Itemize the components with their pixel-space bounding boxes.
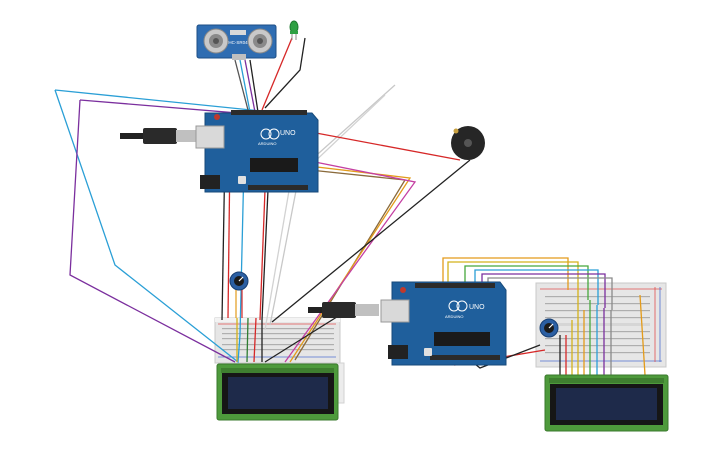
wire-b-green	[464, 265, 589, 300]
board-a-label: UNO	[280, 130, 296, 137]
wire-black-vert	[261, 189, 269, 321]
board-b-label: UNO	[469, 304, 485, 311]
wire-green-a	[246, 317, 249, 363]
breadboard-b[interactable]	[535, 282, 667, 368]
wire-gray-1	[269, 84, 396, 326]
wire-red-b	[259, 189, 266, 321]
wire-bb-10	[639, 294, 646, 376]
wire-red-a	[253, 317, 257, 363]
wire-black-b	[264, 314, 341, 363]
wires[interactable]	[54, 37, 646, 376]
wire-black-led	[264, 37, 306, 109]
wire-purple	[69, 99, 236, 363]
ultrasonic-sensor[interactable]: HC-SR04	[196, 24, 277, 60]
sensor-label: HC-SR04	[228, 40, 248, 45]
arduino-board-b[interactable]: UNO ARDUINO	[380, 281, 507, 366]
arduino-board-a[interactable]: ARDUINO UNO	[120, 110, 319, 193]
wire-sensor-3	[244, 59, 256, 113]
wire-black-buzzer	[271, 159, 471, 323]
piezo-buzzer[interactable]	[451, 126, 485, 160]
wire-red-buzzer	[299, 129, 461, 161]
led[interactable]	[289, 20, 299, 40]
wire-sensor-2	[239, 59, 251, 113]
board-b-brand: ARDUINO	[445, 314, 463, 319]
lcd-display-a[interactable]	[216, 363, 339, 421]
wire-b-cyan	[474, 269, 599, 305]
lcd-display-b[interactable]	[544, 374, 669, 432]
wire-sensor-4	[249, 59, 259, 113]
board-a-brand: ARDUINO	[258, 141, 276, 146]
potentiometer-b[interactable]	[539, 318, 559, 338]
wire-red-led	[261, 37, 293, 111]
breadboard-a[interactable]	[214, 317, 345, 404]
wire-sensor-1	[234, 59, 249, 111]
potentiometer-a[interactable]	[229, 271, 249, 318]
usb-cable-b[interactable]	[308, 302, 379, 318]
wire-cyan	[54, 89, 246, 364]
